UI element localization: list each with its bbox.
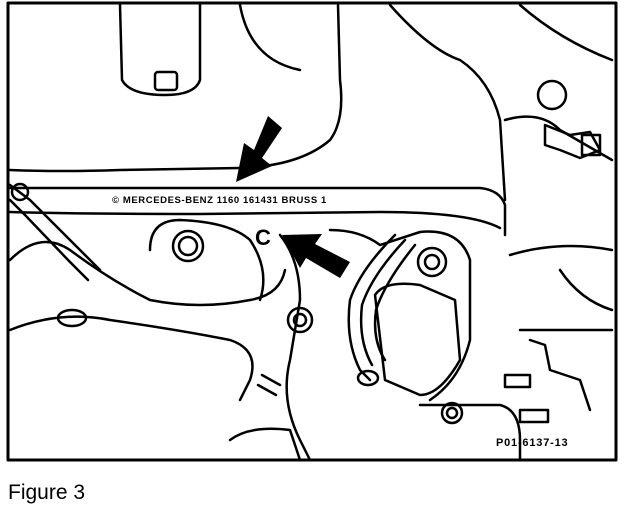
- engine-illustration: © MERCEDES-BENZ 1160 161431 BRUSS 1 C P0…: [6, 1, 618, 462]
- arrow-pointer-c: [282, 234, 350, 278]
- callout-label-c: C: [255, 225, 271, 250]
- figure-caption: Figure 3: [8, 481, 86, 504]
- casting-text: © MERCEDES-BENZ 1160 161431 BRUSS 1: [112, 195, 327, 206]
- part-number-label: P01-6137-13: [496, 437, 568, 449]
- figure-frame: [6, 1, 618, 462]
- arrow-pointer-upper: [236, 116, 282, 182]
